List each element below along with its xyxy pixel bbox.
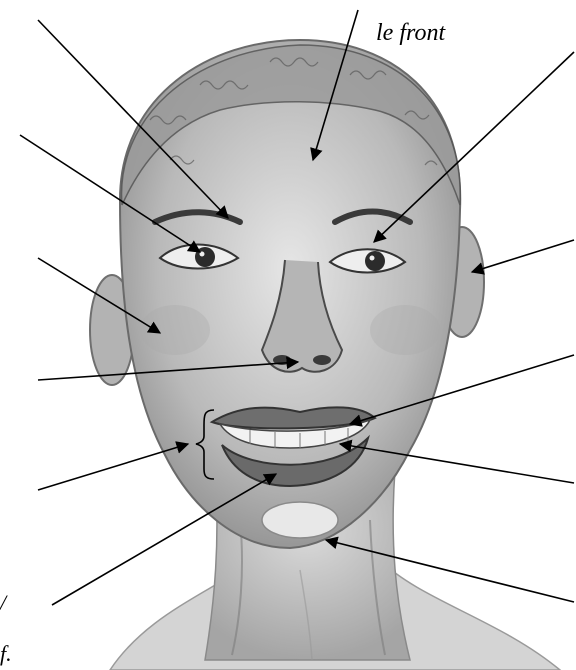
label-le-front: le front [376,20,445,47]
cut-off-label-fragment-2: f. [0,641,12,667]
chin [262,502,338,538]
arrow-ear [472,240,574,272]
face-sketch [90,40,560,670]
arrow-lips [38,444,188,490]
cut-off-label-fragment-1: / [0,590,6,616]
